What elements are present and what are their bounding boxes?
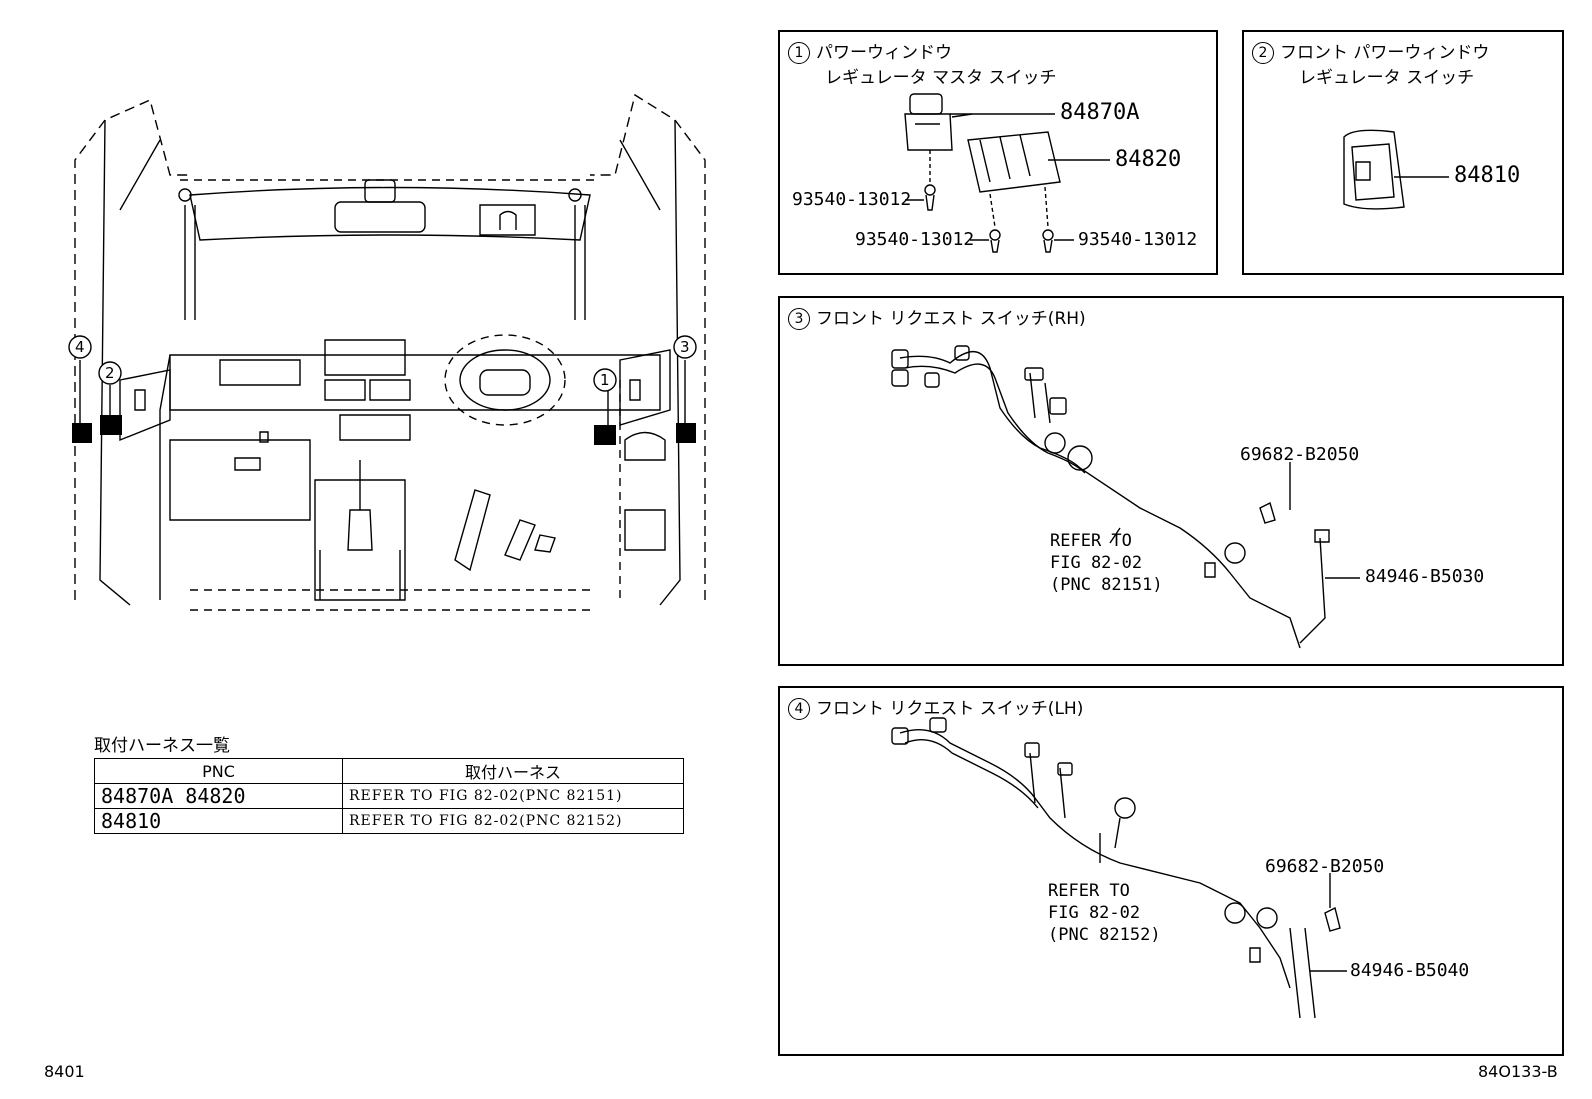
part-screw-1: 93540-13012: [792, 189, 912, 210]
panel-2-number: 2: [1252, 42, 1274, 64]
callout-1: 1: [600, 371, 610, 389]
table-cell-pnc: 84810: [94, 808, 343, 834]
callout-4: 4: [75, 338, 85, 356]
table-header-harness: 取付ハーネス: [342, 758, 684, 784]
panel-3-reference: REFER TO FIG 82-02 (PNC 82151): [1050, 531, 1163, 595]
table-cell-harness: REFER TO FIG 82-02(PNC 82152): [342, 808, 684, 834]
panel-1-title-line1: パワーウィンドウ: [816, 43, 952, 63]
panel-1-title-line2: レギュレータ マスタ スイッチ: [825, 68, 1057, 88]
interior-drawing: [60, 80, 720, 640]
part-84946-b5040: 84946-B5040: [1350, 960, 1470, 981]
part-69682-b2050-rh: 69682-B2050: [1240, 444, 1360, 465]
panel-4-title: 4 フロント リクエスト スイッチ(LH): [788, 698, 1083, 720]
table-header-row: PNC 取付ハーネス: [94, 758, 684, 784]
panel-4-number: 4: [788, 698, 810, 720]
part-84810: 84810: [1454, 163, 1521, 188]
panel-3-request-switch-rh: 3 フロント リクエスト スイッチ(RH) REFER TO FIG 82-02 …: [778, 296, 1564, 666]
table-header-pnc: PNC: [94, 758, 343, 784]
part-screw-3: 93540-13012: [1078, 229, 1198, 250]
table-row: 84810 REFER TO FIG 82-02(PNC 82152): [94, 808, 684, 834]
harness-table-title: 取付ハーネス一覧: [94, 736, 230, 756]
panel-3-number: 3: [788, 308, 810, 330]
table-row: 84870A 84820 REFER TO FIG 82-02(PNC 8215…: [94, 783, 684, 809]
panel-4-harness-drawing: [780, 688, 1566, 1058]
footer-right-code: 84O133-B: [1478, 1062, 1558, 1081]
table-cell-harness: REFER TO FIG 82-02(PNC 82151): [342, 783, 684, 809]
panel-2-title-line1: フロント パワーウィンドウ: [1280, 43, 1490, 63]
panel-3-harness-drawing: [780, 298, 1566, 668]
interior-overview: 4 2 1 3: [60, 80, 720, 640]
part-69682-b2050-lh: 69682-B2050: [1265, 856, 1385, 877]
panel-1-title: 1 パワーウィンドウ: [788, 42, 952, 64]
callout-3: 3: [680, 338, 690, 356]
part-84870a: 84870A: [1060, 100, 1140, 125]
footer-left-code: 8401: [44, 1062, 85, 1081]
callout-2: 2: [105, 364, 115, 382]
panel-3-title: 3 フロント リクエスト スイッチ(RH): [788, 308, 1086, 330]
panel-4-request-switch-lh: 4 フロント リクエスト スイッチ(LH) REFER TO FIG 82-02 …: [778, 686, 1564, 1056]
panel-4-title-line1: フロント リクエスト スイッチ(LH): [816, 699, 1084, 719]
panel-1-drawing: [780, 32, 1220, 277]
panel-2-drawing: [1244, 32, 1566, 277]
table-cell-pnc: 84870A 84820: [94, 783, 343, 809]
part-84946-b5030: 84946-B5030: [1365, 566, 1485, 587]
panel-4-reference: REFER TO FIG 82-02 (PNC 82152): [1048, 881, 1161, 945]
panel-1-number: 1: [788, 42, 810, 64]
harness-table: PNC 取付ハーネス 84870A 84820 REFER TO FIG 82-…: [94, 758, 684, 834]
panel-3-title-line1: フロント リクエスト スイッチ(RH): [816, 309, 1086, 329]
panel-2-title: 2 フロント パワーウィンドウ: [1252, 42, 1489, 64]
panel-2-title-line2: レギュレータ スイッチ: [1299, 68, 1475, 88]
part-84820: 84820: [1115, 147, 1182, 172]
panel-2-regulator-switch: 2 フロント パワーウィンドウ レギュレータ スイッチ 84810: [1242, 30, 1564, 275]
part-screw-2: 93540-13012: [855, 229, 975, 250]
